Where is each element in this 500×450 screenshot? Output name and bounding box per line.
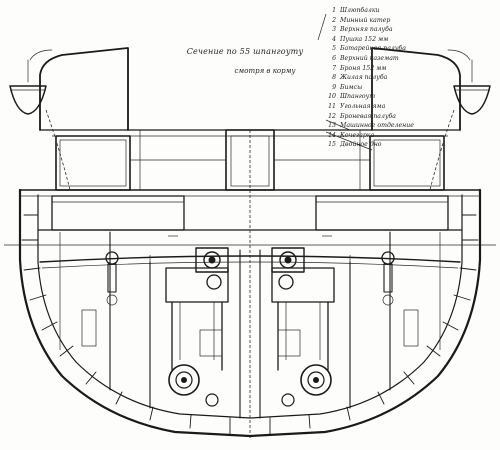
legend-label: Пушка 152 мм bbox=[340, 35, 389, 43]
legend-item: 12 Броневая палуба bbox=[326, 112, 498, 122]
legend-number: 8 bbox=[332, 74, 336, 82]
coal-bunkers bbox=[59, 232, 441, 350]
boat-davits bbox=[27, 47, 473, 131]
legend-number: 2 bbox=[332, 16, 336, 24]
legend-number: 9 bbox=[332, 83, 336, 91]
legend-item: 4 Пушка 152 мм bbox=[326, 35, 498, 45]
legend-label: Жилая палуба bbox=[340, 74, 388, 82]
armored-deck bbox=[39, 255, 461, 263]
legend-item: 1 Шлюпбалки bbox=[326, 6, 498, 16]
legend-label: Верхняя палуба bbox=[340, 26, 393, 34]
legend-number: 12 bbox=[328, 112, 336, 120]
armored-deck-inner bbox=[41, 261, 459, 269]
legend-label: Шпангоут bbox=[340, 93, 376, 101]
side-guns bbox=[105, 251, 395, 306]
outer-hull bbox=[18, 188, 482, 438]
legend-number: 15 bbox=[328, 141, 336, 149]
legend-item: 14 Кочегарка bbox=[326, 131, 498, 141]
legend-label: Угольная яма bbox=[340, 102, 386, 110]
double-bottom-frames bbox=[21, 214, 479, 435]
legend-number: 11 bbox=[328, 102, 336, 110]
legend-number: 7 bbox=[332, 64, 336, 72]
legend-item: 9 Бимсы bbox=[326, 83, 498, 93]
legend-item: 7 Броня 152 мм bbox=[326, 64, 498, 74]
legend-label: Минный катер bbox=[340, 16, 391, 24]
legend-label: Верхний каземат bbox=[340, 54, 399, 62]
legend-number: 10 bbox=[328, 93, 336, 101]
legend-item: 6 Верхний каземат bbox=[326, 54, 498, 64]
legend-number: 6 bbox=[332, 54, 336, 62]
drawing-title: Сечение по 55 шпангоуту bbox=[186, 47, 304, 56]
legend-label: Батарейная палуба bbox=[340, 45, 406, 53]
legend-label: Броневая палуба bbox=[340, 112, 396, 120]
legend-number: 1 bbox=[332, 7, 336, 14]
side-casemates bbox=[51, 195, 449, 231]
legend-label: Броня 152 мм bbox=[340, 64, 387, 72]
inner-hull bbox=[37, 194, 463, 419]
legend-leaders bbox=[317, 13, 373, 151]
legend-label: Двойное дно bbox=[340, 141, 382, 149]
boat-swing-arc-left bbox=[45, 109, 71, 191]
legend-item: 3 Верхняя палуба bbox=[326, 25, 498, 35]
legend-number: 5 bbox=[332, 45, 336, 53]
engines-right bbox=[271, 247, 335, 407]
legend-number: 3 bbox=[332, 26, 336, 34]
legend-item: 5 Батарейная палуба bbox=[326, 44, 498, 54]
legend-label: Бимсы bbox=[340, 83, 363, 91]
legend-label: Кочегарка bbox=[340, 131, 375, 139]
legend-label: Шлюпбалки bbox=[340, 7, 380, 14]
legend-item: 15 Двойное дно bbox=[326, 140, 498, 150]
ship-boats bbox=[9, 85, 491, 115]
legend-item: 2 Минный катер bbox=[326, 16, 498, 26]
legend-number: 13 bbox=[328, 122, 336, 130]
superstructure bbox=[39, 129, 461, 191]
drawing-subtitle: смотря в корму bbox=[234, 67, 296, 75]
boat-swing-arc-right bbox=[429, 109, 455, 191]
legend-number: 4 bbox=[332, 35, 336, 43]
legend-item: 8 Жилая палуба bbox=[326, 73, 498, 83]
legend-item: 13 Машинное отделение bbox=[326, 121, 498, 131]
bulkheads bbox=[109, 231, 391, 419]
legend-item: 11 Угольная яма bbox=[326, 102, 498, 112]
annotation-marks bbox=[149, 235, 351, 262]
drawing-title-block: Сечение по 55 шпангоуту смотря в корму bbox=[170, 47, 320, 75]
legend-number: 14 bbox=[328, 131, 336, 139]
engines-left bbox=[165, 247, 229, 407]
legend-item: 10 Шпангоут bbox=[326, 92, 498, 102]
legend-list: 1 Шлюпбалки 2 Минный катер 3 Верхняя палуба… bbox=[326, 6, 498, 150]
legend-label: Машинное отделение bbox=[340, 122, 414, 130]
